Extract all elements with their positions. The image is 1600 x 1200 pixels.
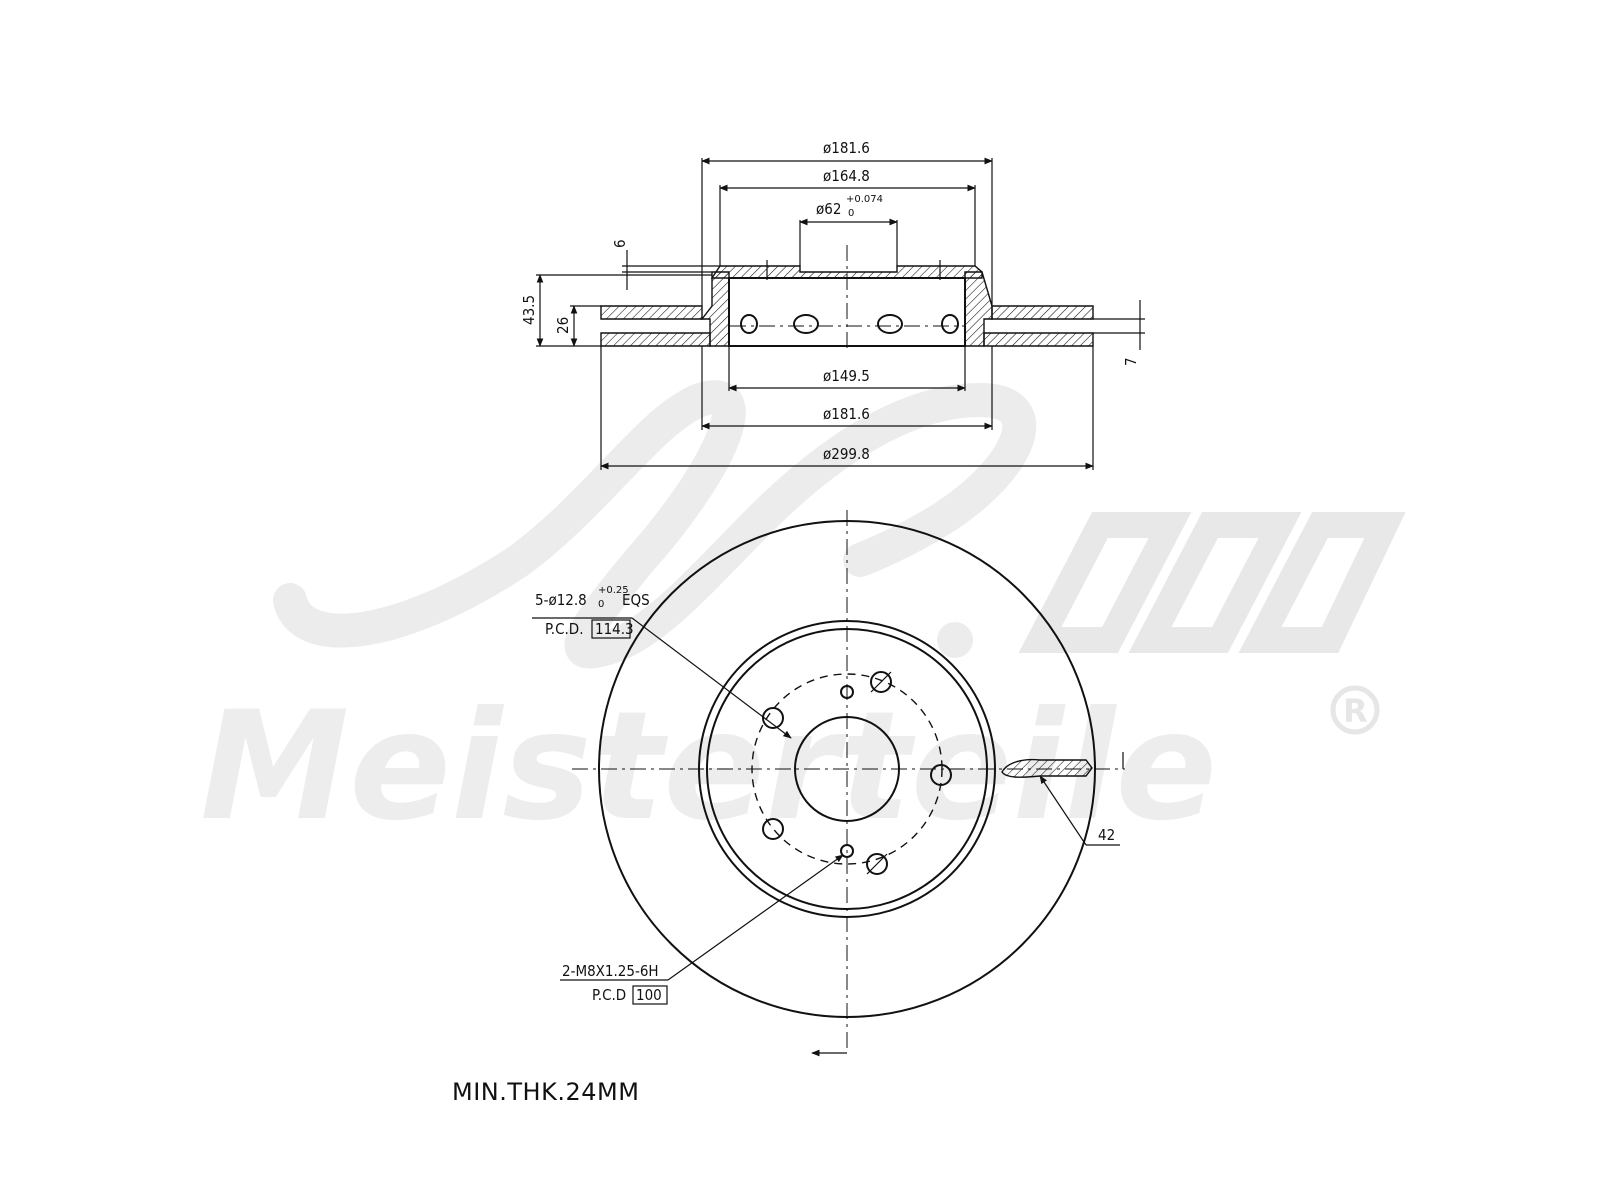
dim-label-164: ø164.8 (823, 167, 870, 185)
bolt-hole (930, 764, 952, 786)
section-view: ø181.6 ø164.8 ø62 +0.074 0 6 43.5 26 7 (520, 139, 1145, 470)
dim-label-435: 43.5 (520, 295, 538, 325)
bolt-hole (762, 818, 784, 840)
dim-label-181-bottom: ø181.6 (823, 405, 870, 423)
bolt-hole (866, 853, 888, 875)
hat-outer-ring (698, 620, 996, 918)
groove-dim-label: 42 (1098, 826, 1115, 844)
thread-hole-bottom (840, 844, 854, 858)
bolt-callout-prefix: 5-ø12.8 (535, 591, 587, 609)
bolt-callout-tol-lower: 0 (598, 599, 604, 610)
disc-outer-edge (598, 520, 1096, 1018)
dim-label-62: ø62 (816, 200, 841, 218)
watermark-stripes-logo (1018, 512, 1406, 653)
center-bore (794, 716, 900, 822)
leader-thread-holes (667, 854, 844, 981)
thread-pcd-box (632, 985, 668, 1005)
bolt-hole (762, 707, 784, 729)
hat-hole-1 (740, 314, 758, 334)
hat-inner-ring (706, 628, 988, 910)
bolt-pcd-label: P.C.D. (545, 620, 583, 638)
dim-label-6: 6 (611, 239, 629, 248)
thread-hole-top (840, 685, 854, 699)
bolt-hole-cross (870, 671, 892, 693)
bolt-callout-suffix: EQS (622, 591, 650, 609)
pcd-circle (751, 673, 943, 865)
watermark-registered-mark: R (1343, 692, 1368, 730)
hat-hole-2 (793, 314, 819, 334)
watermark: Meisterteile R (200, 380, 1406, 854)
watermark-registered-icon (1330, 685, 1380, 735)
right-friction-plate-upper (991, 305, 1094, 320)
bolt-holes (762, 671, 952, 875)
dim-label-62-tol-upper: +0.074 (846, 194, 883, 205)
face-view: 5-ø12.8 +0.25 0 EQS P.C.D. 114.3 2-M8X1.… (532, 510, 1125, 1057)
min-thickness-note: MIN.THK.24MM (452, 1078, 639, 1106)
dim-label-181-top: ø181.6 (823, 139, 870, 157)
hat-hole-4 (941, 314, 959, 334)
bolt-pcd-box (591, 619, 631, 639)
left-friction-plate-upper (600, 305, 703, 320)
thread-pcd-value: 100 (636, 986, 662, 1004)
bolt-hole-cross (866, 853, 888, 875)
dim-label-62-tol-lower: 0 (848, 208, 854, 219)
dim-label-7: 7 (1122, 357, 1140, 366)
bolt-pcd-value: 114.3 (595, 620, 634, 638)
hub-inner-outline (728, 277, 966, 347)
dim-label-26: 26 (554, 317, 572, 334)
thread-pcd-label: P.C.D (592, 986, 626, 1004)
watermark-dot-logo (937, 622, 973, 658)
dim-label-149: ø149.5 (823, 367, 870, 385)
groove-slot (1001, 758, 1093, 778)
leader-groove (1039, 775, 1087, 846)
bolt-callout-tol-upper: +0.25 (598, 585, 629, 596)
watermark-swoosh-logo (273, 380, 1037, 669)
hat-hole-3 (877, 314, 903, 334)
dim-label-299: ø299.8 (823, 445, 870, 463)
right-friction-plate-lower (983, 332, 1094, 347)
bolt-hole (870, 671, 892, 693)
left-friction-plate-lower (600, 332, 711, 347)
hat-wall-right (964, 271, 993, 347)
leader-bolt-holes (631, 617, 792, 739)
thread-callout-line1: 2-M8X1.25-6H (562, 962, 659, 980)
